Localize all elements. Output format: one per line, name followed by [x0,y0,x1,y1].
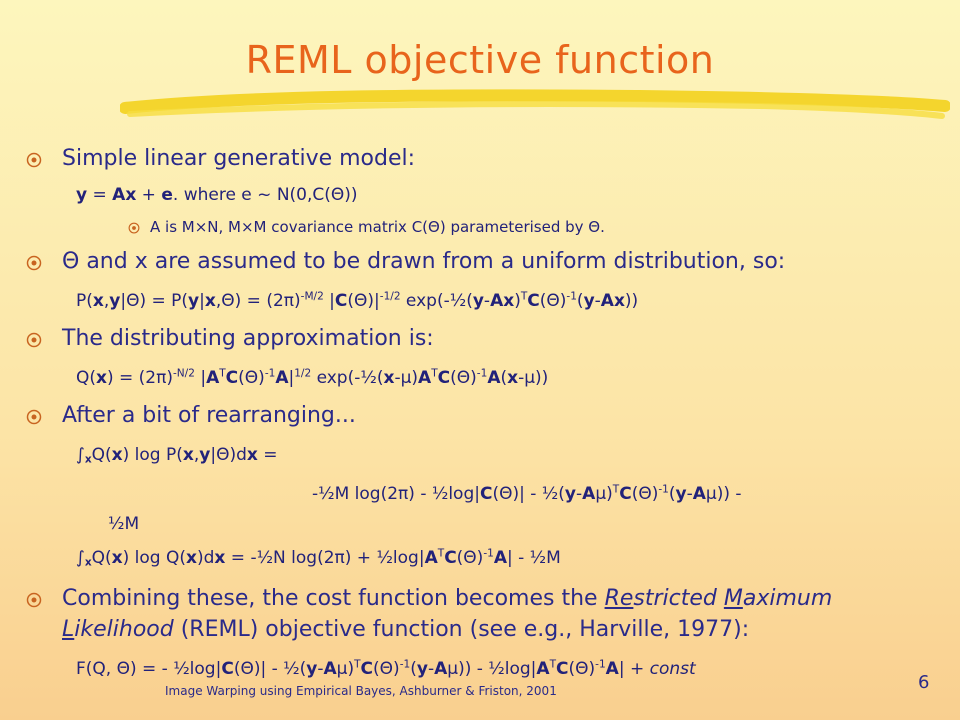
likelihood-equation: P(x,y|Θ) = P(y|x,Θ) = (2π)-M/2 |C(Θ)|-1/… [76,290,639,311]
bullet-icon [26,152,42,168]
model-equation: y = Ax + e. where e ~ N(0,C(Θ)) [76,185,358,205]
bullet-icon [26,592,42,608]
reml-m: M [723,586,743,611]
integral-equation-1-rhs: -½M log(2π) - ½log|C(Θ)| - ½(y-Aμ)TC(Θ)-… [312,483,742,504]
bullet-text-uniform: Θ and x are assumed to be drawn from a u… [62,249,786,274]
page-number: 6 [918,672,930,693]
integral-equation-1: ∫xQ(x) log P(x,y|Θ)dx = [76,445,278,466]
reml-equation: F(Q, Θ) = - ½log|C(Θ)| - ½(y-Aμ)TC(Θ)-1(… [76,658,696,679]
reml-aximum: aximum [742,586,833,611]
integral-equation-2: ∫xQ(x) log Q(x)dx = -½N log(2π) + ½log|A… [76,547,561,569]
reml-re: Re [604,586,634,611]
bullet-text-approximation: The distributing approximation is: [62,326,434,351]
reml-tail: (REML) objective function (see e.g., Har… [180,617,750,642]
reml-ikelihood: ikelihood [74,617,174,642]
integral-equation-1-cont: ½M [108,514,140,534]
approximation-equation: Q(x) = (2π)-N/2 |ATC(Θ)-1A|1/2 exp(-½(x-… [76,367,549,388]
combining-text: Combining these, the cost function becom… [62,586,598,611]
bullet-icon [26,332,42,348]
reml-l: L [62,617,75,642]
bullet-text-model: Simple linear generative model: [62,146,416,171]
bullet-icon [26,255,42,271]
bullet-text-combining: Combining these, the cost function becom… [62,586,832,611]
model-equation-tail: where e ~ N(0,C(Θ)) [183,185,358,205]
model-note: A is M×N, M×M covariance matrix C(Θ) par… [150,218,605,236]
slide-footer: Image Warping using Empirical Bayes, Ash… [165,684,557,698]
sub-bullet-icon [128,222,140,234]
bullet-text-rearranging: After a bit of rearranging... [62,403,356,428]
title-underline-decoration [120,89,950,119]
bullet-text-uniform-tail: and x are assumed to be drawn from a uni… [86,249,786,274]
bullet-icon [26,409,42,425]
reml-stricted: stricted [633,586,717,611]
bullet-text-combining-2: Likelihood (REML) objective function (se… [62,617,749,642]
slide-title: REML objective function [245,38,715,82]
